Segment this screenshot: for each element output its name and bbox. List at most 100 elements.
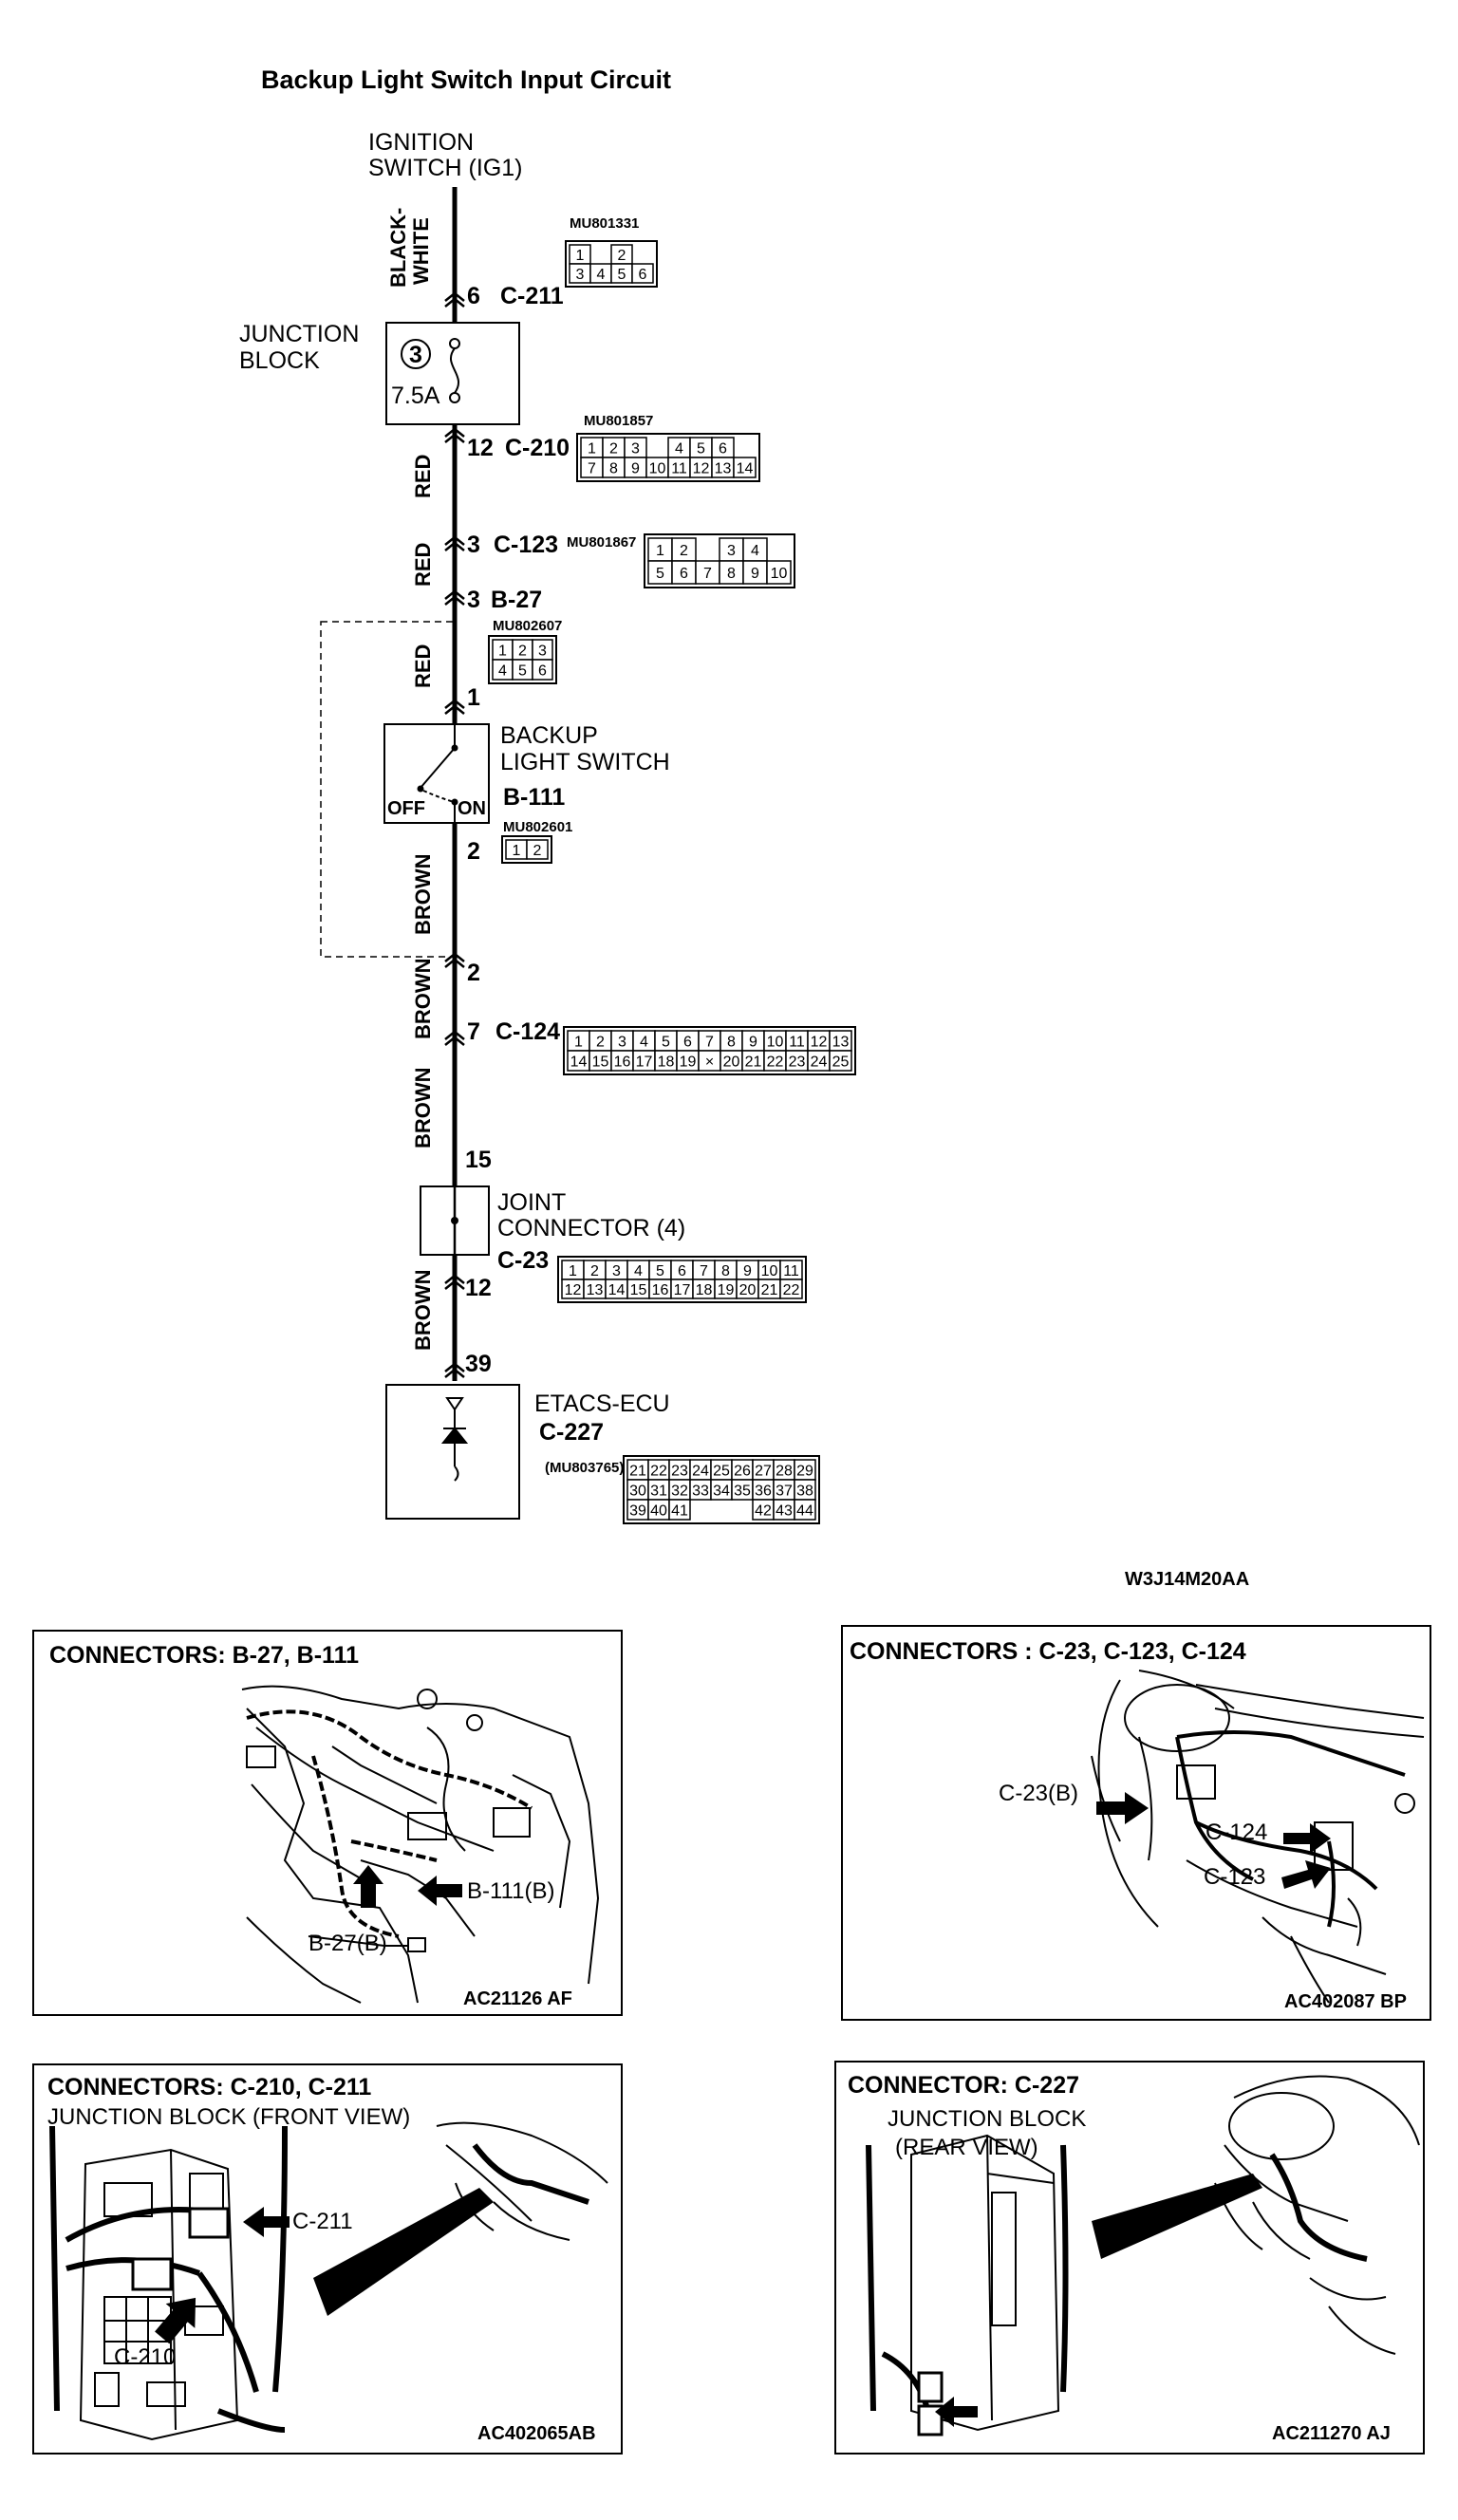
connector-c227-pin-label: 35	[734, 1484, 751, 1500]
connector-c210-pin-label: 4	[675, 441, 683, 457]
connector-b27-pin-label: 3	[538, 644, 547, 660]
connector-c123-pin-label: 3	[727, 543, 736, 559]
arrow-left-icon-c211	[243, 2207, 290, 2237]
junction-block-label-1: JUNCTION	[239, 321, 359, 347]
etacs-diode-symbol	[440, 1397, 469, 1482]
connector-c227-pin-label: 24	[692, 1464, 709, 1480]
connector-c23-pin-label: 7	[700, 1263, 708, 1279]
connector-c124-pin-label: 16	[614, 1055, 631, 1071]
pin-c211: 6	[467, 283, 480, 309]
part-number-c210: MU801857	[584, 413, 653, 429]
pin-b111-bottom: 2	[467, 838, 480, 865]
connector-c123-pin-label: 2	[680, 543, 688, 559]
pin-c210: 12	[467, 435, 494, 461]
connector-c227-pin-label: 36	[755, 1484, 772, 1500]
junction-block-label-2: BLOCK	[239, 347, 320, 374]
connector-c227-pin-label: 30	[629, 1484, 646, 1500]
connector-c211-pin-label: 2	[618, 248, 626, 264]
panel-2-code: AC402087 BP	[1284, 1991, 1407, 2012]
backup-switch-label-1: BACKUP	[500, 722, 598, 749]
connector-b27-pin-label: 5	[518, 663, 527, 680]
connector-b27-pin-cell	[532, 659, 553, 681]
connector-c211-label: C-211	[500, 283, 564, 309]
connector-c123-pin-label: 8	[727, 566, 736, 582]
panel-2-title: CONNECTORS : C-23, C-123, C-124	[850, 1638, 1246, 1665]
connector-c211-pin-label: 4	[597, 267, 606, 283]
connector-c210-label: C-210	[505, 435, 570, 461]
wire-color-brown-1: BROWN	[411, 853, 435, 935]
panel-4-subtitle-1: JUNCTION BLOCK	[888, 2106, 1086, 2132]
connector-c124-pin-label: 5	[662, 1035, 670, 1051]
wire-color-red-1: RED	[411, 455, 435, 498]
connector-b27-label: B-27	[491, 587, 542, 613]
connector-c23-pin-label: 2	[590, 1263, 599, 1279]
connector-c23-pin-label: 14	[608, 1282, 626, 1298]
connector-c211-pin-label: 6	[639, 267, 647, 283]
connector-c23-pin-label: 17	[674, 1282, 691, 1298]
arrow-left-icon-c227	[935, 2397, 978, 2427]
connector-c23-pin-label: 19	[718, 1282, 735, 1298]
connector-c123-pin-label: 7	[703, 566, 712, 582]
connector-c23-pin-label: 12	[565, 1282, 582, 1298]
connector-c210-pin-label: 5	[697, 441, 705, 457]
connector-c227-pin-label: 33	[692, 1484, 709, 1500]
panel-3-title: CONNECTORS: C-210, C-211	[47, 2074, 371, 2100]
connector-c210-pin-label: 13	[715, 461, 732, 477]
connector-c210-pin-label: 10	[649, 461, 666, 477]
connector-c124-pin-label: 18	[658, 1055, 675, 1071]
callout-c210: C-210	[114, 2344, 176, 2370]
panel-3-junction-block-illustration	[79, 2121, 608, 2441]
panel-1-harness	[246, 1709, 533, 1938]
panel-3-subtitle: JUNCTION BLOCK (FRONT VIEW)	[47, 2104, 410, 2130]
connector-b111-pin-label: 2	[533, 843, 542, 859]
connector-c23-pin-label: 8	[721, 1263, 730, 1279]
connector-c227-pin-label: 31	[650, 1484, 667, 1500]
connector-c123-pin-label: 10	[771, 566, 788, 582]
etacs-ecu-label: ETACS-ECU	[534, 1391, 670, 1417]
pin-c124: 7	[467, 1018, 480, 1045]
connector-b27-pin-label: 2	[518, 644, 527, 660]
connector-c227-pin-label: 41	[671, 1503, 688, 1520]
diagram-title: Backup Light Switch Input Circuit	[261, 65, 671, 94]
connector-c124-pin-label: 9	[749, 1035, 757, 1051]
connector-c227-pin-label: 23	[671, 1464, 688, 1480]
panel-b27-b111: CONNECTORS: B-27, B-111 B-111(B)	[32, 1630, 623, 2016]
connector-c123-pin-label: 4	[751, 543, 759, 559]
connector-c23-pin-label: 15	[630, 1282, 647, 1298]
connector-c124-pin-label: 15	[592, 1055, 609, 1071]
ignition-label-1: IGNITION	[368, 129, 474, 156]
connector-c210-pin-label: 9	[631, 461, 640, 477]
figure-code: W3J14M20AA	[1125, 1569, 1249, 1590]
connector-c227-pin-label: 42	[755, 1503, 772, 1520]
arrow-up-icon	[353, 1865, 383, 1908]
connector-c23-pin-label: 16	[652, 1282, 669, 1298]
connector-c227-pin-label: 27	[755, 1464, 772, 1480]
connector-c210-pin-label: 2	[609, 441, 618, 457]
wire-color-red-3: RED	[411, 644, 435, 688]
connector-c123-pin-cell	[766, 560, 792, 585]
connector-c124-pin-label: 12	[811, 1035, 828, 1051]
connector-c227-pin-label: 32	[671, 1484, 688, 1500]
connector-c124-pin-label: ×	[705, 1055, 714, 1071]
panel-1-title: CONNECTORS: B-27, B-111	[49, 1642, 359, 1669]
connector-c210-pin-label: 1	[588, 441, 596, 457]
connector-c124-pin-label: 7	[705, 1035, 714, 1051]
connector-c227-pin-cell	[794, 1499, 816, 1521]
connector-c211-pin-cell	[631, 263, 654, 284]
connector-c210-pin-label: 8	[609, 461, 618, 477]
connector-c23-pin-label: 10	[761, 1263, 778, 1279]
callout-c124: C-124	[1206, 1820, 1267, 1845]
pin-b27-top: 3	[467, 587, 480, 613]
panel-2-harness	[1175, 1730, 1406, 1928]
part-number-c123: MU801867	[567, 534, 636, 551]
connector-c123-pin-cell	[742, 537, 768, 562]
joint-connector-label-1: JOINT	[497, 1189, 566, 1216]
ignition-label-2: SWITCH (IG1)	[368, 155, 523, 181]
connector-c124-pin-label: 8	[727, 1035, 736, 1051]
joint-connector-label-2: CONNECTOR (4)	[497, 1215, 685, 1241]
panel-4-subtitle-2: (REAR VIEW)	[895, 2135, 1038, 2160]
part-number-c227: (MU803765)	[545, 1460, 624, 1476]
